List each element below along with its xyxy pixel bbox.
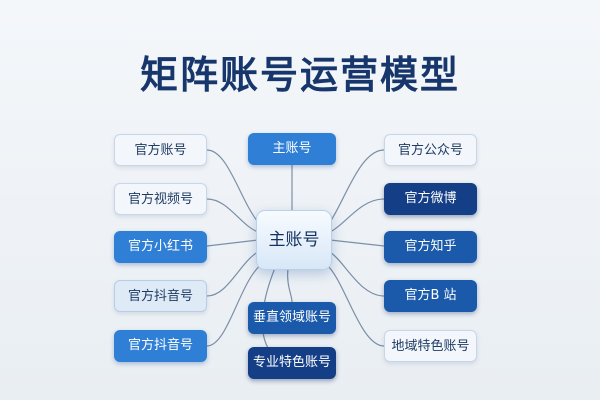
link-left-1 bbox=[206, 198, 259, 233]
node-left-2[interactable]: 官方小红书 bbox=[114, 231, 207, 263]
node-right-2[interactable]: 官方知乎 bbox=[384, 231, 477, 263]
node-right-3[interactable]: 官方B 站 bbox=[384, 280, 477, 312]
node-left-3[interactable]: 官方抖音号 bbox=[114, 280, 207, 312]
link-right-0 bbox=[329, 149, 385, 223]
node-left-4[interactable]: 官方抖音号 bbox=[114, 330, 207, 362]
diagram-title: 矩阵账号运营模型 bbox=[139, 53, 460, 97]
node-right-1[interactable]: 官方微博 bbox=[384, 183, 477, 215]
node-middle-2[interactable]: 专业特色账号 bbox=[248, 347, 336, 379]
center-node[interactable]: 主账号 bbox=[256, 210, 332, 270]
node-middle-1[interactable]: 垂直领域账号 bbox=[248, 302, 336, 334]
link-right-3 bbox=[329, 251, 385, 297]
link-right-4 bbox=[325, 263, 385, 347]
link-bottom-0 bbox=[286, 267, 293, 303]
link-left-3 bbox=[206, 251, 259, 297]
node-left-1[interactable]: 官方视频号 bbox=[114, 183, 207, 215]
link-left-0 bbox=[206, 149, 259, 223]
node-left-0[interactable]: 官方账号 bbox=[114, 134, 207, 166]
node-right-4[interactable]: 地域特色账号 bbox=[384, 330, 477, 362]
node-middle-0[interactable]: 主账号 bbox=[248, 133, 336, 165]
link-right-1 bbox=[329, 198, 385, 233]
node-right-0[interactable]: 官方公众号 bbox=[384, 134, 477, 166]
link-left-2 bbox=[206, 239, 259, 247]
link-left-4 bbox=[206, 263, 263, 347]
link-right-2 bbox=[329, 239, 385, 247]
